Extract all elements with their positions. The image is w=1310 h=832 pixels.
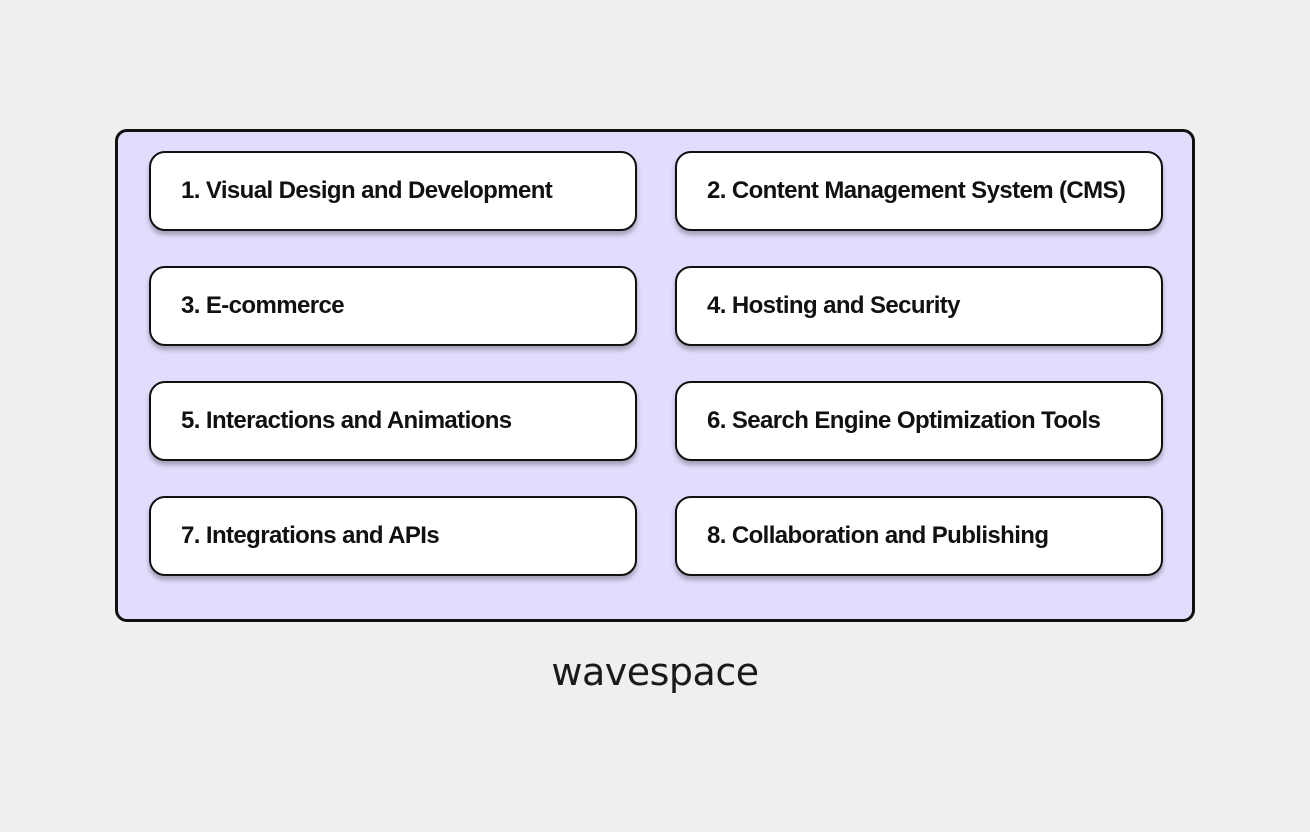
feature-label: 5. Interactions and Animations: [181, 407, 512, 434]
feature-card-integrations: 7. Integrations and APIs: [149, 496, 637, 576]
feature-label: 4. Hosting and Security: [707, 292, 961, 319]
feature-card-visual-design: 1. Visual Design and Development: [149, 151, 637, 231]
feature-label: 7. Integrations and APIs: [181, 522, 440, 549]
feature-card-collaboration: 8. Collaboration and Publishing: [675, 496, 1163, 576]
feature-label: 6. Search Engine Optimization Tools: [707, 407, 1101, 434]
features-panel: 1. Visual Design and Development 2. Cont…: [115, 129, 1195, 622]
features-grid: 1. Visual Design and Development 2. Cont…: [149, 151, 1163, 576]
feature-label: 1. Visual Design and Development: [181, 177, 553, 204]
feature-card-cms: 2. Content Management System (CMS): [675, 151, 1163, 231]
wavespace-logo: wavespace: [551, 650, 759, 694]
feature-label: 3. E-commerce: [181, 292, 345, 319]
feature-card-ecommerce: 3. E-commerce: [149, 266, 637, 346]
feature-card-seo-tools: 6. Search Engine Optimization Tools: [675, 381, 1163, 461]
feature-card-interactions: 5. Interactions and Animations: [149, 381, 637, 461]
feature-label: 8. Collaboration and Publishing: [707, 522, 1049, 549]
feature-card-hosting-security: 4. Hosting and Security: [675, 266, 1163, 346]
feature-label: 2. Content Management System (CMS): [707, 177, 1126, 204]
